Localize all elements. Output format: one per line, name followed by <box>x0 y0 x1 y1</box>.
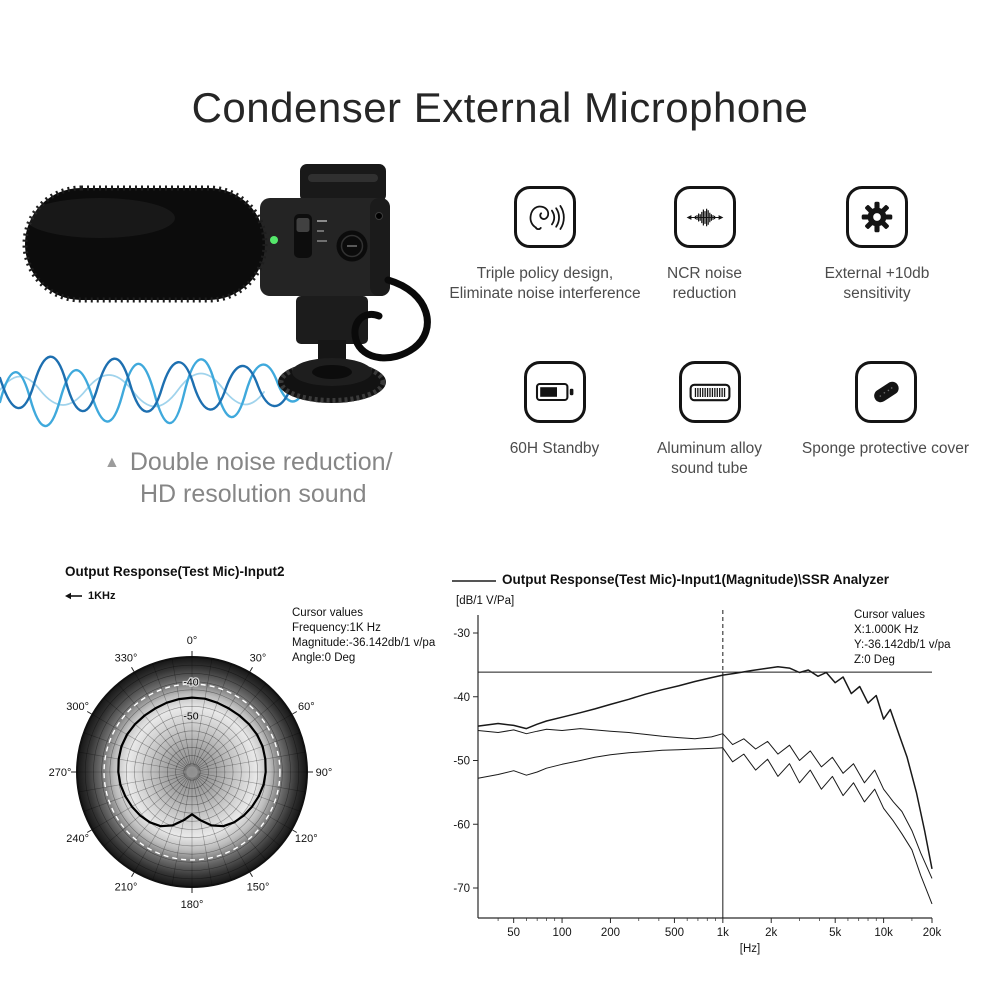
polar-chart-title: Output Response(Test Mic)-Input2 <box>65 564 285 579</box>
sound-tube-icon-glyph <box>689 383 730 401</box>
polar-angle-label: 90° <box>316 767 333 779</box>
polar-dashed-ring <box>103 683 281 861</box>
noise-reduction-icon-glyph <box>686 208 723 226</box>
x-tick-label: 10k <box>874 927 893 939</box>
battery-icon-glyph <box>535 382 573 402</box>
polar-angle-label: 120° <box>295 833 318 845</box>
feature-label: Triple policy design,Eliminate noise int… <box>449 265 641 303</box>
audio-cable <box>351 276 431 362</box>
battery-icon <box>523 361 586 423</box>
ear-icon <box>514 186 576 248</box>
freq-chart-block: Output Response(Test Mic)-Input1(Magnitu… <box>450 560 998 990</box>
ear-icon-glyph <box>529 204 565 230</box>
feature-triple-policy: Triple policy design,Eliminate noise int… <box>430 186 660 305</box>
x-tick-label: 2k <box>765 927 777 939</box>
cursor-y: Y:-36.142db/1 v/pa <box>854 638 951 651</box>
sponge-windscreen <box>22 185 268 303</box>
camera-mount <box>278 296 386 403</box>
feature-sponge-cover: Sponge protective cover <box>778 361 993 459</box>
page-title: Condenser External Microphone <box>191 84 809 132</box>
cursor-frequency: Frequency:1K Hz <box>292 621 381 634</box>
y-tick-label: -60 <box>453 819 470 831</box>
x-tick-label: 5k <box>829 927 841 939</box>
polar-radial-label: -50 <box>183 710 198 722</box>
freq-cursor-values: Cursor values X:1.000K Hz Y:-36.142db/1 … <box>854 608 951 668</box>
x-tick-label: 500 <box>665 927 684 939</box>
polar-radial-label: -40 <box>183 676 198 688</box>
polar-angle-label: 330° <box>115 653 138 665</box>
polar-chart-block: Output Response(Test Mic)-Input2 1KHz Cu… <box>40 560 460 990</box>
y-axis-unit: [dB/1 V/Pa] <box>456 595 515 607</box>
cursor-angle: Angle:0 Deg <box>292 651 356 664</box>
polar-angle-label: 240° <box>66 833 89 845</box>
freq-trace-1 <box>477 666 933 870</box>
x-tick-label: 200 <box>601 927 620 939</box>
x-tick-label: 1k <box>717 927 729 939</box>
power-led <box>270 236 278 244</box>
sound-tube-icon <box>678 361 741 423</box>
caption-line2: HD resolution sound <box>140 480 367 508</box>
polar-angle-label: 180° <box>181 899 204 911</box>
product-illustration <box>0 164 431 428</box>
cursor-magnitude: Magnitude:-36.142db/1 v/pa <box>292 636 436 649</box>
sponge-icon-glyph <box>873 381 899 403</box>
polar-angle-label: 60° <box>298 701 315 713</box>
polar-legend: 1KHz <box>65 590 116 602</box>
polar-angle-label: 150° <box>247 881 270 893</box>
feature-label: Sponge protective cover <box>801 440 970 457</box>
phone-clamp <box>300 164 386 202</box>
y-tick-label: -40 <box>453 692 470 704</box>
x-tick-label: 100 <box>552 927 571 939</box>
x-axis-unit-label: [Hz] <box>740 943 760 955</box>
mic-body <box>260 198 390 296</box>
product-caption: ▲ Double noise reduction/ HD resolution s… <box>104 446 393 510</box>
freq-trace-2 <box>477 728 933 879</box>
y-tick-label: -30 <box>453 628 470 640</box>
gear-icon-glyph <box>861 201 893 233</box>
caption-line1: Double noise reduction/ <box>129 448 393 476</box>
polar-angle-label: 210° <box>115 881 138 893</box>
triangle-bullet-icon: ▲ <box>104 454 120 471</box>
title-rule <box>452 580 496 582</box>
polar-angle-label: 270° <box>49 767 72 779</box>
legend-arrow-icon <box>65 592 82 600</box>
x-tick-label: 20k <box>923 927 942 939</box>
feature-standby: 60H Standby <box>462 361 647 459</box>
product-photo <box>0 150 445 510</box>
polar-response-curve <box>117 696 267 828</box>
x-tick-label: 50 <box>507 927 520 939</box>
sponge-icon <box>854 361 917 423</box>
polar-angle-label: 0° <box>187 635 198 647</box>
freq-chart-title: Output Response(Test Mic)-Input1(Magnitu… <box>502 572 890 587</box>
cursor-z: Z:0 Deg <box>854 653 895 666</box>
gear-icon <box>846 186 908 248</box>
noise-reduction-icon <box>673 186 736 248</box>
cursor-heading: Cursor values <box>854 609 925 621</box>
y-tick-label: -70 <box>453 883 470 895</box>
cursor-x: X:1.000K Hz <box>854 623 919 636</box>
cursor-heading: Cursor values <box>292 607 363 619</box>
y-tick-label: -50 <box>453 756 470 768</box>
polar-angle-label: 30° <box>250 653 267 665</box>
freq-trace-3 <box>477 747 933 905</box>
legend-label: 1KHz <box>88 590 116 602</box>
sound-waves-graphic <box>0 355 308 428</box>
feature-label: 60H Standby <box>509 440 600 457</box>
polar-angle-label: 300° <box>66 701 89 713</box>
polar-chart-canvas: 0° 30° 60° 90° 120° 150° 180° 210° 240° 270° 300° 3… <box>49 635 333 911</box>
polar-cursor-values: Cursor values Frequency:1K Hz Magnitude:… <box>292 606 435 666</box>
freq-chart-canvas: -30 -40 -50 -60 -70 50 100 200 500 1k 2k 5k 10k 20k [H… <box>453 610 942 955</box>
